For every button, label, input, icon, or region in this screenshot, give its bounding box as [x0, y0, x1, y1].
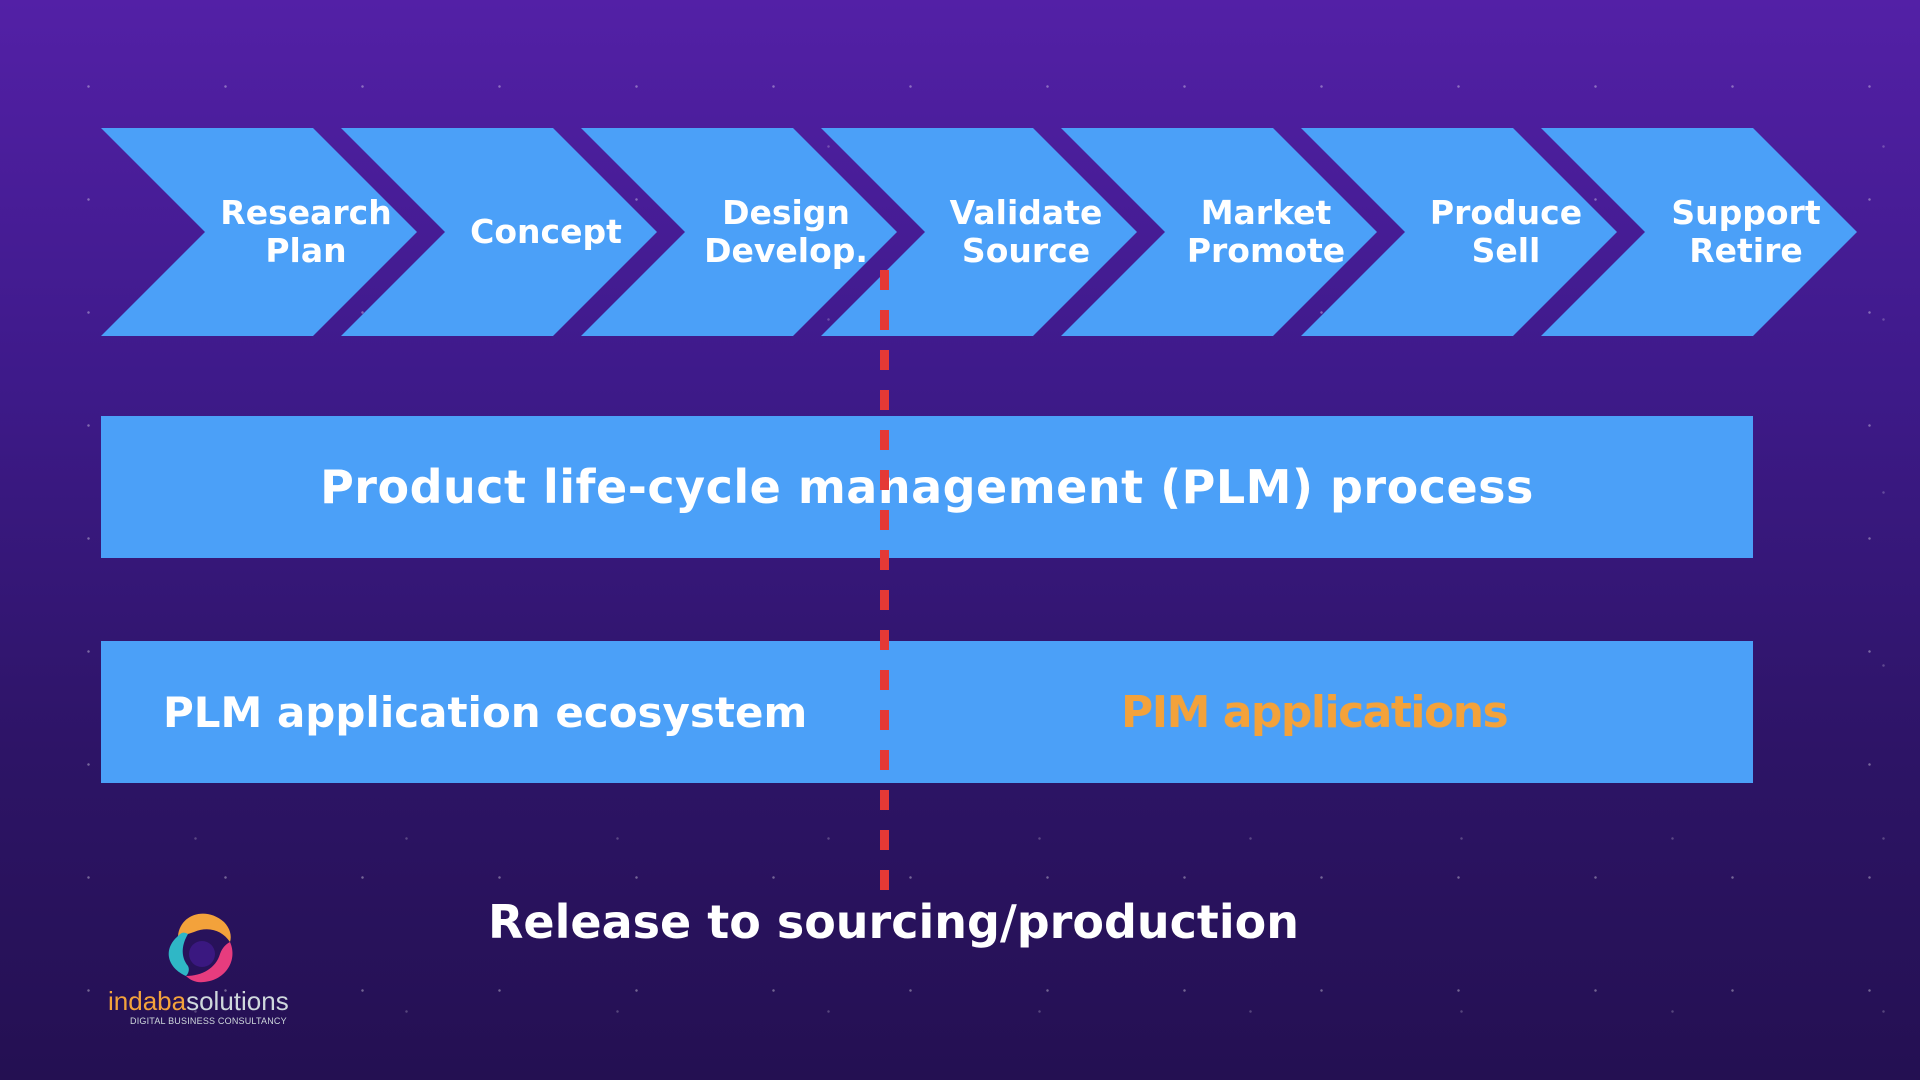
chevron-stage-label: Validate Source — [949, 193, 1103, 270]
chevron-stage-label: Market Promote — [1186, 193, 1346, 270]
chevron-stage-label: Research Plan — [220, 193, 392, 270]
logo-tagline: DIGITAL BUSINESS CONSULTANCY — [130, 1016, 287, 1026]
plm-ecosystem-label: PLM application ecosystem — [163, 687, 808, 737]
chevron-stage-3 — [581, 128, 897, 336]
applications-band: PLM application ecosystem PIM applicatio… — [101, 641, 1753, 783]
chevron-stage-5 — [1061, 128, 1377, 336]
chevron-stage-label: Design Develop. — [704, 193, 868, 270]
indaba-logo: indabasolutions DIGITAL BUSINESS CONSULT… — [104, 902, 304, 1032]
release-label: Release to sourcing/production — [488, 895, 1300, 949]
logo-word-part1: indaba — [108, 986, 187, 1016]
chevron-stage-label: Support Retire — [1671, 193, 1821, 270]
chevron-stage-1 — [101, 128, 417, 336]
logo-wordmark: indabasolutions — [108, 986, 289, 1017]
chevron-stage-label: Concept — [470, 212, 622, 251]
plm-process-label: Product life-cycle management (PLM) proc… — [320, 460, 1534, 514]
pim-applications-label: PIM applications — [1121, 686, 1509, 738]
chevron-stage-7 — [1541, 128, 1857, 336]
logo-word-part2: solutions — [186, 986, 289, 1016]
chevron-stage-label: Produce Sell — [1429, 193, 1583, 270]
chevron-stage-4 — [821, 128, 1137, 336]
chevron-stage-6 — [1301, 128, 1617, 336]
release-divider-line — [880, 270, 889, 890]
chevron-stage-2 — [341, 128, 657, 336]
plm-process-band: Product life-cycle management (PLM) proc… — [101, 416, 1753, 558]
logo-mark-icon — [168, 913, 233, 983]
